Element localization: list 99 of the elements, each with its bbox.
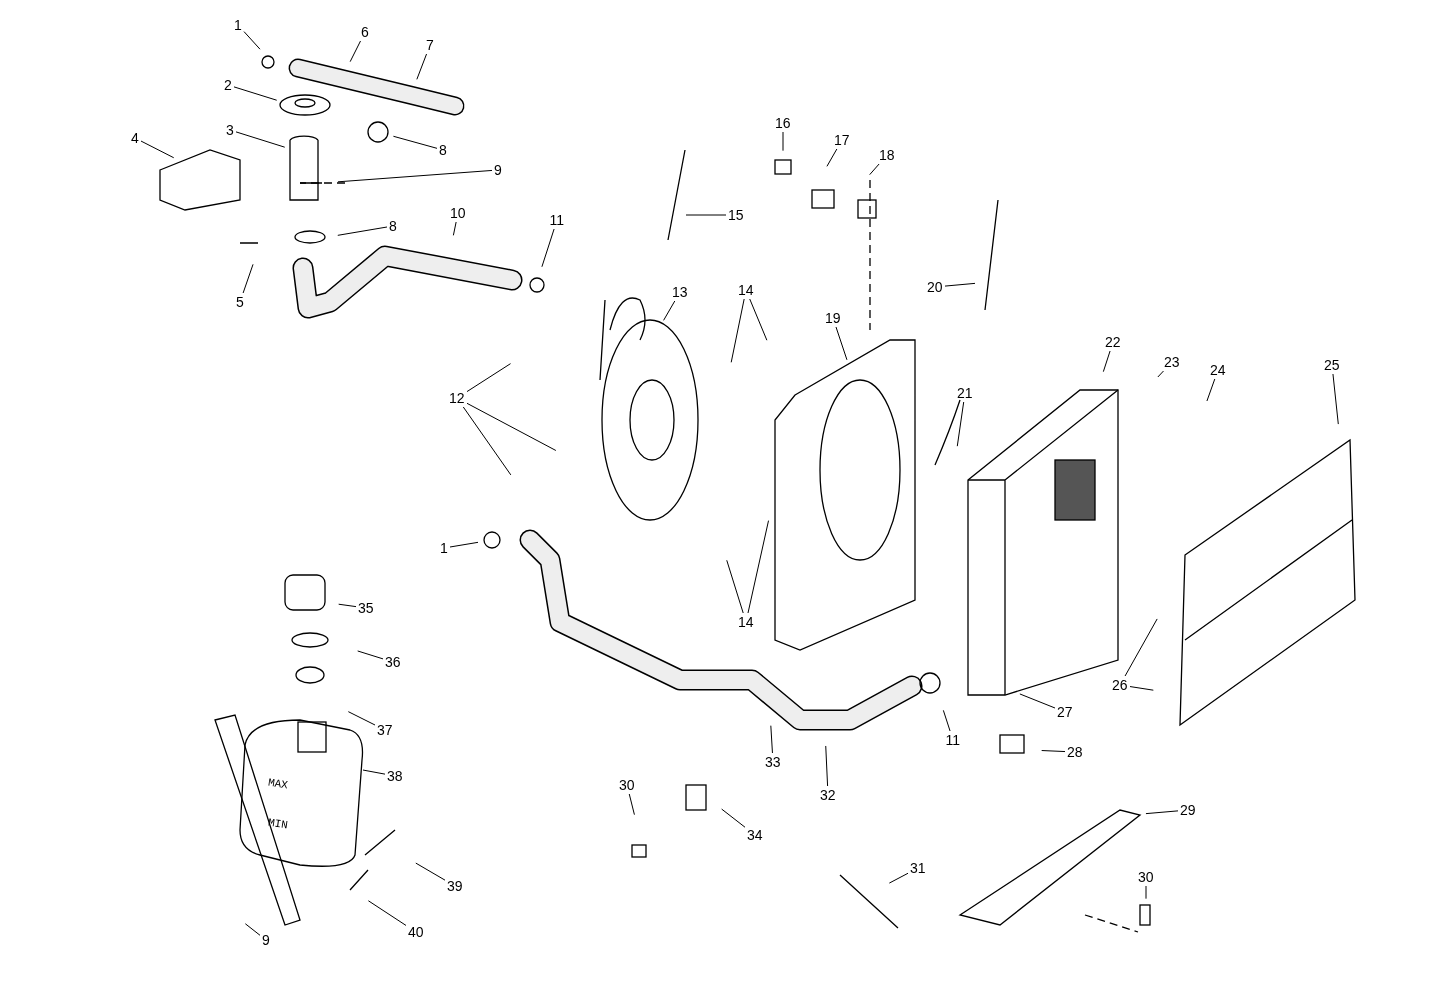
leader-line [233,86,278,101]
leader-line [362,769,386,775]
leader-line [392,135,438,149]
leader-line [140,140,175,159]
callout-number: 27 [1055,703,1075,721]
leader-line [466,363,512,393]
leader-line [1041,750,1066,753]
callout-number: 9 [492,161,504,179]
leader-line [1129,686,1154,691]
leader-line [826,148,838,167]
leader-line [1145,885,1147,900]
callout-number: 9 [260,931,272,949]
leader-line [749,298,768,341]
leader-line [747,520,770,614]
fill-level-mark: MIN [267,816,289,832]
leader-line [825,745,829,787]
leader-line [338,603,357,608]
callout-number: 32 [818,786,838,804]
leader-line [347,711,376,726]
leader-line [349,40,361,63]
leader-line [462,406,512,476]
leader-line [685,214,727,216]
callout-number: 37 [375,721,395,739]
leader-line [1019,693,1056,709]
leader-line [367,900,407,926]
callout-number: 28 [1065,743,1085,761]
leader-line [235,131,286,148]
callout-number: 11 [943,731,963,749]
callout-number: 20 [925,278,945,296]
callout-number: 5 [234,293,246,311]
callout-number: 38 [385,767,405,785]
leader-line [628,793,635,816]
leader-line [244,923,261,936]
leader-line [452,221,457,236]
leader-line [1332,373,1339,425]
callout-number: 12 [447,389,467,407]
callout-number: 10 [448,204,468,222]
callout-number: 30 [617,776,637,794]
callout-number: 24 [1208,361,1228,379]
callout-number: 33 [763,753,783,771]
callout-number: 22 [1103,333,1123,351]
callout-number: 35 [356,599,376,617]
leader-line [1206,378,1216,402]
fill-level-mark: MAX [267,776,289,792]
callout-number: 11 [547,211,567,229]
leader-line [944,282,976,287]
leader-line [782,131,784,152]
leader-line [956,401,965,447]
callout-number: 15 [726,206,746,224]
leader-line [770,725,773,754]
callout-number: 25 [1322,356,1342,374]
leader-line [888,872,909,884]
callout-number: 2 [222,76,234,94]
leader-line [466,402,557,451]
leader-line [337,226,388,236]
leader-line [730,298,745,363]
callout-number: 3 [224,121,236,139]
leader-line [1145,810,1179,815]
callout-number: 14 [736,613,756,631]
callout-number: 14 [736,281,756,299]
callout-number: 23 [1162,353,1182,371]
callout-number: 1 [438,539,450,557]
callout-number: 17 [832,131,852,149]
leader-line [541,228,555,268]
callout-number: 7 [424,36,436,54]
callout-number: 4 [129,129,141,147]
leader-line [1157,370,1164,378]
leader-line [449,541,479,548]
callout-number: 1 [232,16,244,34]
leader-line [1102,350,1111,373]
leader-line [242,263,254,294]
callout-number: 30 [1136,868,1156,886]
callout-number: 34 [745,826,765,844]
leader-line [357,650,384,660]
leader-line [415,862,446,881]
callout-number: 13 [670,283,690,301]
callout-number: 31 [908,859,928,877]
leader-line [663,300,676,321]
leader-line [869,163,880,176]
callout-number: 39 [445,877,465,895]
leader-line [942,709,951,732]
leader-line [721,808,746,828]
callout-number: 19 [823,309,843,327]
leader-line [835,326,848,361]
leader-line [726,559,744,614]
callout-number: 6 [359,23,371,41]
leader-line [1124,618,1158,677]
callout-number: 21 [955,384,975,402]
leader-line [416,53,428,80]
callout-number: 8 [437,141,449,159]
leader-line [243,31,261,50]
callout-number: 29 [1178,801,1198,819]
callout-number: 8 [387,217,399,235]
callout-number: 40 [406,923,426,941]
callout-number: 36 [383,653,403,671]
callout-number: 16 [773,114,793,132]
callout-number: 18 [877,146,897,164]
leader-line [337,169,493,183]
callout-number: 26 [1110,676,1130,694]
